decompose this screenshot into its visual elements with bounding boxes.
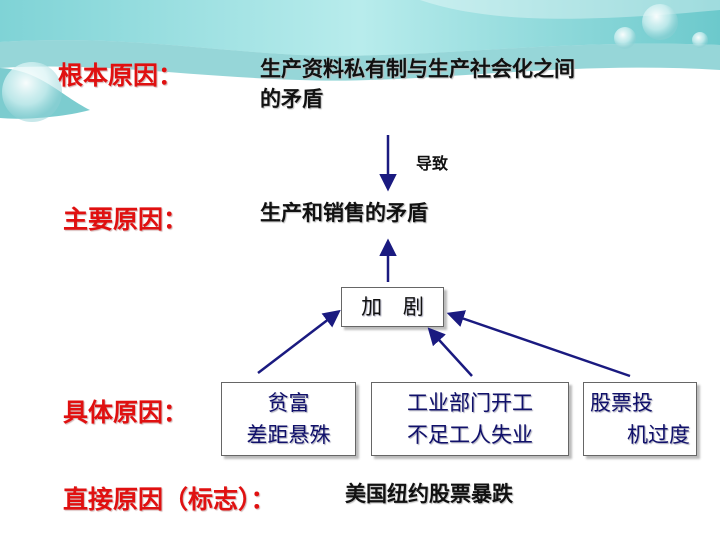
cause-box-line2: 机过度 — [627, 423, 690, 447]
arrow-industrial-to-intensify — [427, 327, 473, 377]
arrow-stock-to-intensify — [446, 310, 631, 378]
cause-box-wealth-gap: 贫富 差距悬殊 — [221, 382, 356, 456]
cause-box-line1: 贫富 — [267, 391, 310, 415]
root-cause-text: 生产资料私有制与生产社会化之间 的矛盾 — [260, 54, 700, 114]
cause-box-industrial-underemployment: 工业部门开工 不足工人失业 — [371, 382, 569, 456]
arrow-label-lead-to: 导致 — [416, 154, 449, 173]
cause-box-line1: 工业部门开工 — [407, 391, 533, 415]
header-banner — [0, 0, 720, 122]
cause-box-line2: 不足工人失业 — [407, 423, 533, 447]
root-cause-text-line2: 的矛盾 — [260, 87, 323, 111]
main-cause-label: 主要原因： — [63, 205, 189, 234]
arrow-wealth-gap-to-intensify — [257, 309, 341, 374]
bubble-decoration — [2, 62, 62, 122]
intensify-box: 加 剧 — [341, 287, 444, 327]
cause-box-line1: 股票投 — [590, 391, 653, 415]
root-cause-text-line1: 生产资料私有制与生产社会化之间 — [260, 57, 575, 81]
direct-cause-label: 直接原因（标志）： — [63, 485, 276, 514]
intensify-text: 加 剧 — [361, 295, 424, 319]
specific-cause-label: 具体原因： — [63, 398, 189, 427]
main-cause-text: 生产和销售的矛盾 — [260, 201, 428, 225]
direct-cause-text: 美国纽约股票暴跌 — [345, 482, 513, 506]
cause-box-line2: 差距悬殊 — [246, 423, 331, 447]
root-cause-label: 根本原因： — [58, 61, 184, 90]
cause-box-stock-speculation: 股票投 机过度 — [583, 382, 697, 456]
